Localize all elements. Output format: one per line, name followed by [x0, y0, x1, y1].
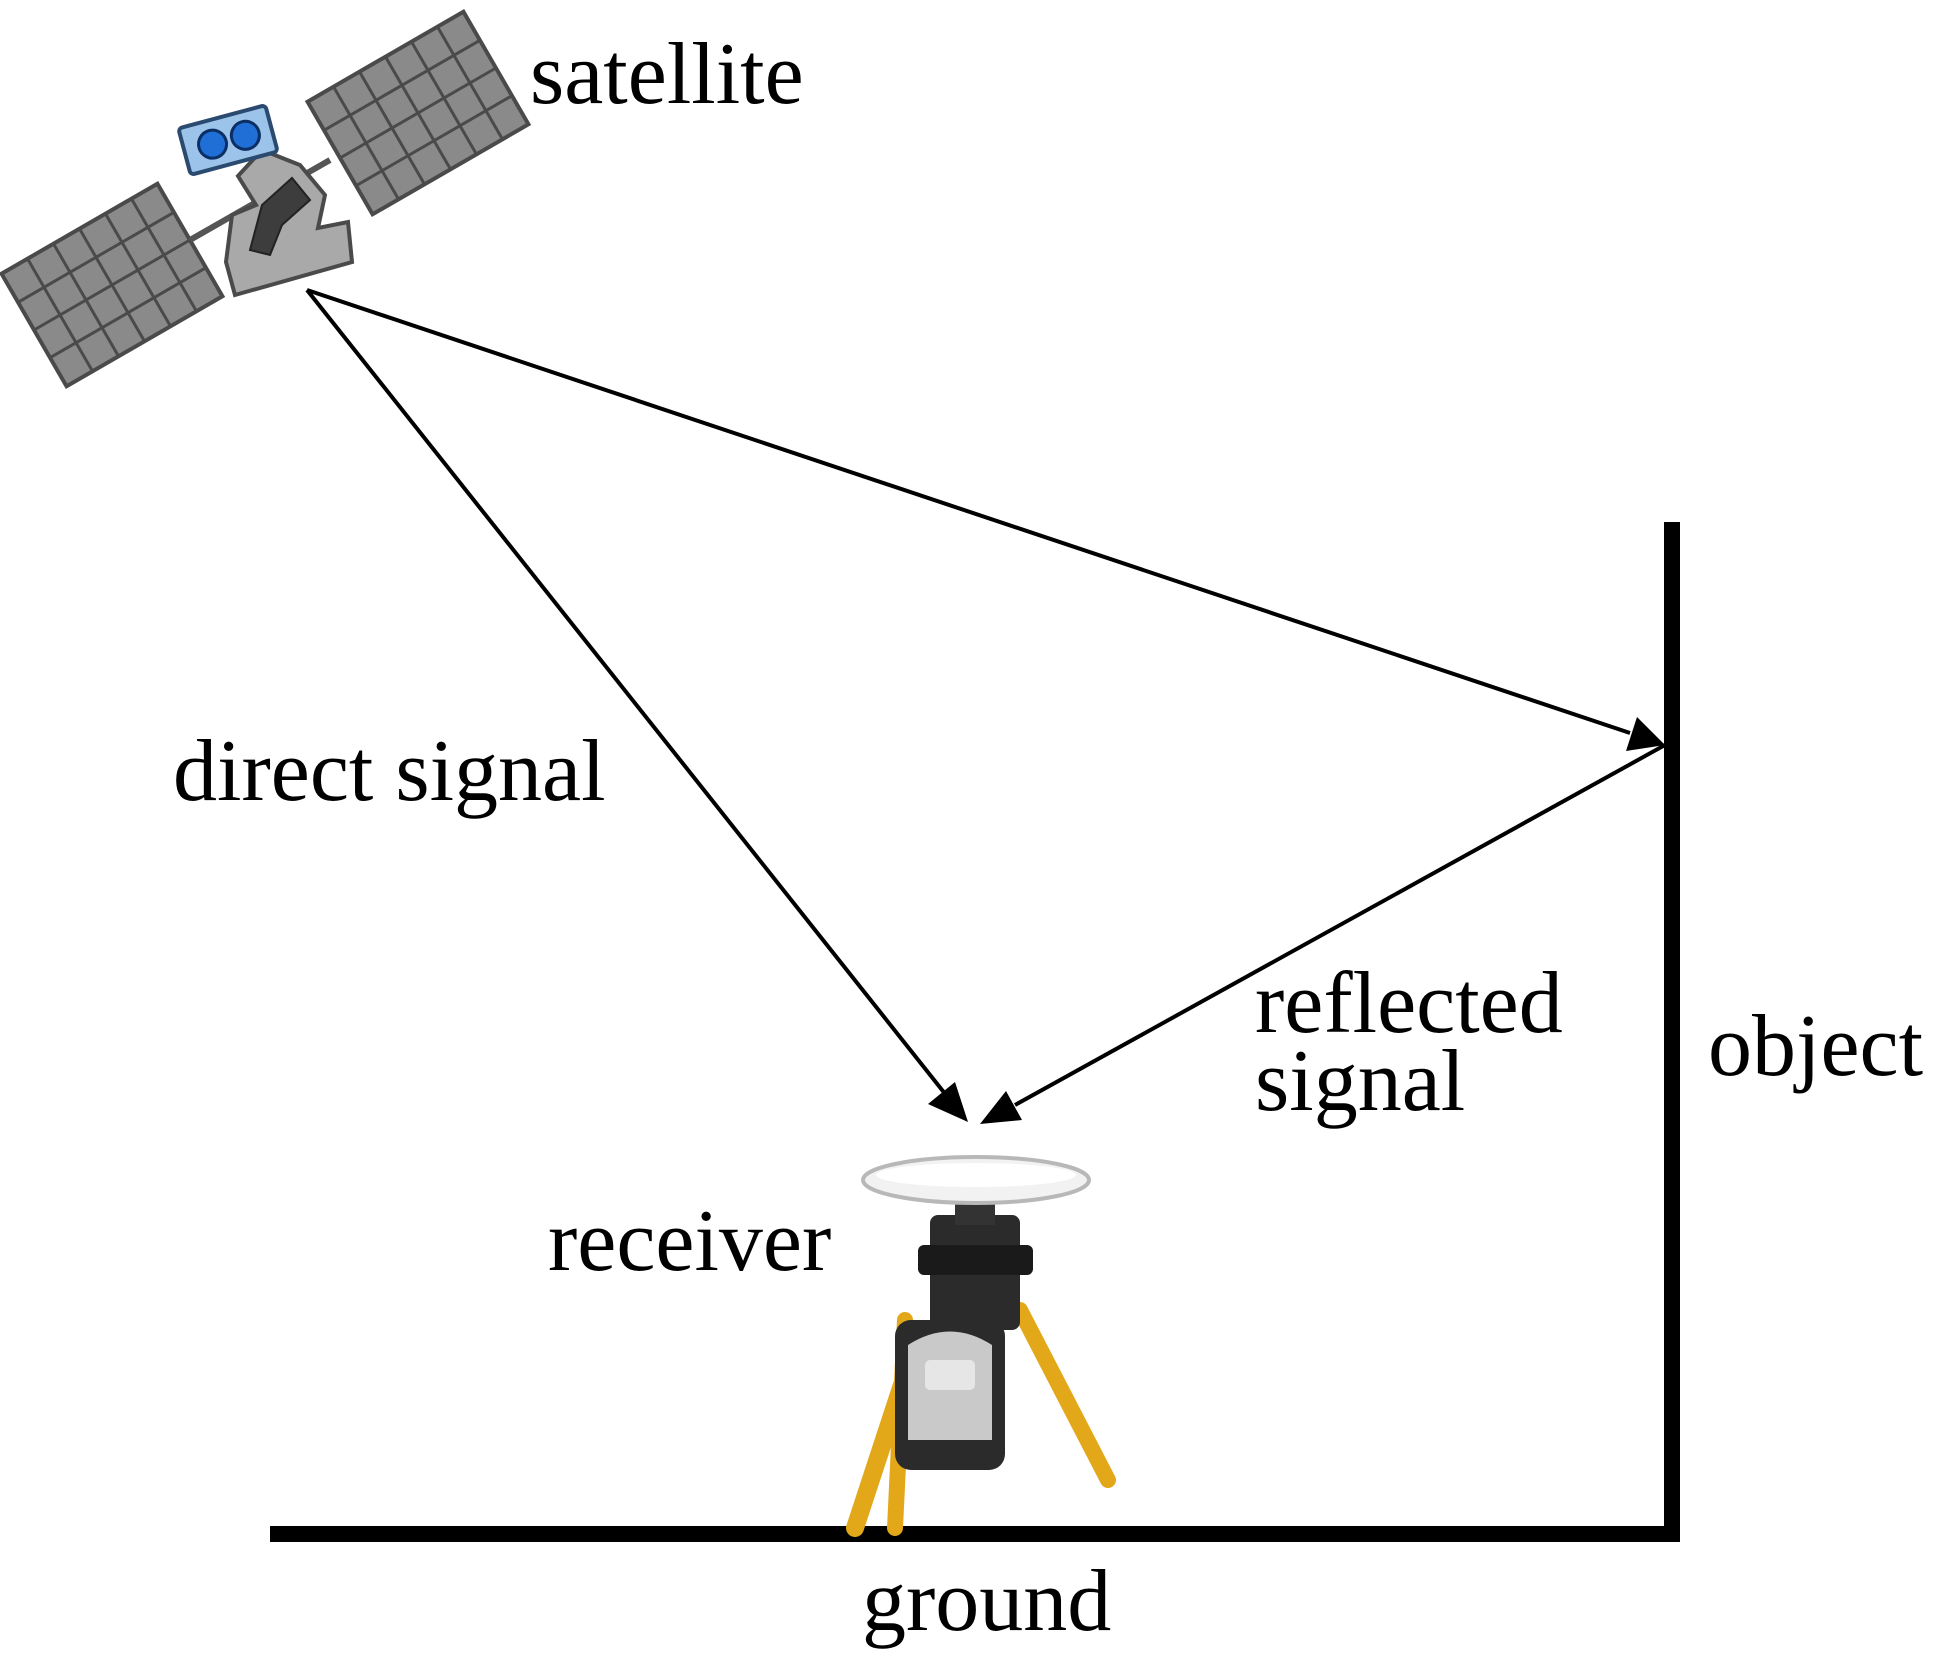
right-solar-panel — [304, 8, 532, 218]
receiver-label: receiver — [548, 1193, 831, 1290]
satellite-sensor-box — [177, 104, 279, 176]
reflected-signal-label-line2: signal — [1255, 1033, 1465, 1130]
reflected-signal-arrow — [980, 743, 1666, 1124]
satellite-body — [223, 147, 355, 298]
object-label: object — [1708, 998, 1923, 1095]
incident-signal-arrow — [306, 288, 1665, 751]
reflected-signal-label-line1: reflected — [1255, 955, 1563, 1052]
satellite-icon — [0, 8, 532, 390]
satellite-label: satellite — [530, 26, 804, 123]
direct-signal-label: direct signal — [173, 723, 606, 820]
left-solar-panel — [0, 180, 226, 390]
gnss-receiver-icon — [846, 1155, 1116, 1537]
ground-label: ground — [862, 1553, 1111, 1650]
direct-signal-arrow — [305, 288, 968, 1122]
